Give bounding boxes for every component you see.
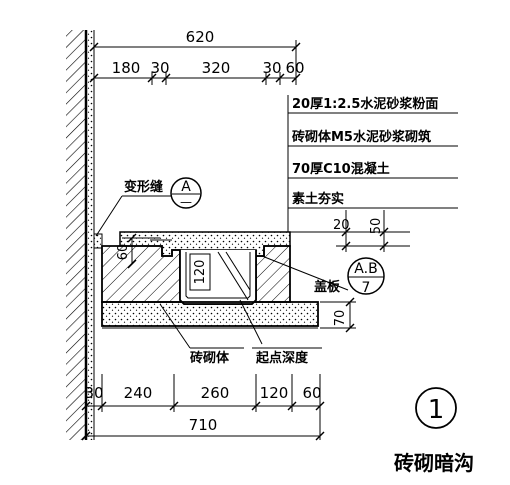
dim-120-label: 120 [193, 260, 208, 285]
bottom-dim-120: 120 [260, 384, 289, 402]
masonry-label: 砖砌体 [190, 350, 230, 366]
bottom-overall-dimension: 710 [189, 416, 218, 434]
layer-label-concrete: 70厚C10混凝土 [292, 161, 390, 177]
start-depth-label: 起点深度 [255, 350, 309, 366]
figure-number: 1 [428, 395, 445, 425]
top-overall-dimension: 620 [186, 28, 215, 46]
top-dim-60: 60 [285, 59, 304, 77]
top-dim-30a: 30 [150, 59, 169, 77]
dim-20-label: 20 [333, 218, 350, 233]
top-dimension-chain: 620 180 30 320 30 60 [89, 28, 305, 85]
top-dim-320: 320 [202, 59, 231, 77]
detail-a-letter: A [181, 179, 191, 195]
bottom-callouts: 砖砌体 起点深度 [159, 299, 322, 366]
cover-detail-callout: A.B 7 盖板 [261, 255, 385, 296]
bottom-dimension-chain: 30 240 260 120 60 710 [81, 374, 325, 441]
detail-ab-letters: A.B [354, 261, 377, 277]
right-side-dimensions: 20 50 70 [318, 210, 410, 333]
bottom-dim-260: 260 [201, 384, 230, 402]
joint-label: 变形缝 [124, 179, 163, 195]
concrete-base [101, 301, 319, 329]
detail-a-sheet: — [180, 195, 192, 209]
layer-callouts: 20厚1:2.5水泥砂浆粉面 砖砌体M5水泥砂浆砌筑 70厚C10混凝土 素土夯… [287, 95, 458, 232]
dim-70-label: 70 [333, 310, 348, 327]
bottom-dim-240: 240 [124, 384, 153, 402]
figure-caption: 1 砖砌暗沟 [394, 387, 474, 475]
top-dim-180: 180 [112, 59, 141, 77]
layer-label-plaster: 20厚1:2.5水泥砂浆粉面 [292, 96, 438, 112]
bottom-dim-30: 30 [84, 384, 103, 402]
bottom-dim-60: 60 [302, 384, 321, 402]
layer-label-masonry: 砖砌体M5水泥砂浆砌筑 [292, 129, 431, 145]
joint-callout: 变形缝 A — [95, 177, 202, 237]
dim-50-label: 50 [369, 218, 384, 235]
figure-title: 砖砌暗沟 [394, 451, 474, 475]
dim-60-label: 60 [116, 244, 131, 261]
detail-ab-sheet: 7 [362, 280, 371, 296]
left-wall [66, 30, 95, 440]
cover-label: 盖板 [314, 279, 341, 295]
top-dim-30b: 30 [262, 59, 281, 77]
inner-dimensions: 60 120 [116, 233, 208, 285]
layer-label-soil: 素土夯实 [292, 191, 344, 207]
